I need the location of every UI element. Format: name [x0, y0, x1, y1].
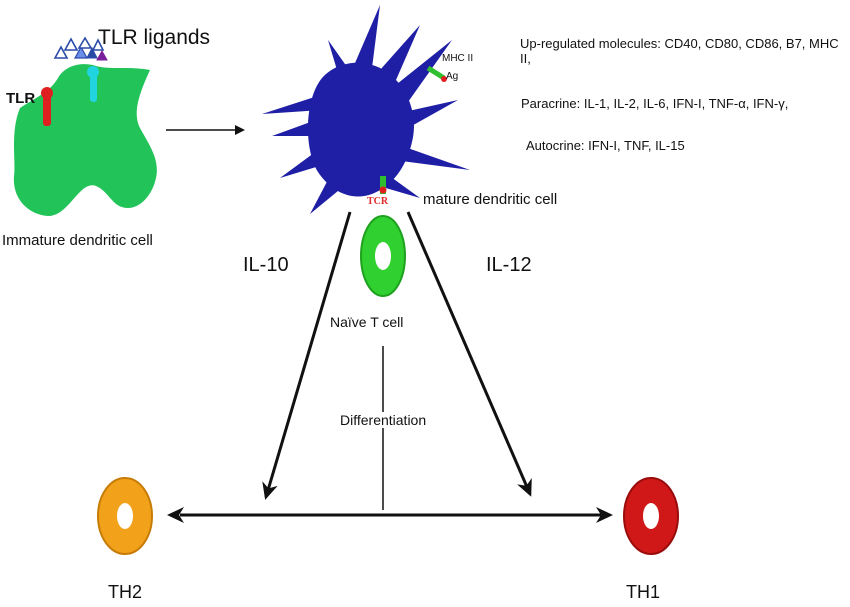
tlr-receptor-icon — [41, 87, 53, 126]
antigen-icon — [441, 76, 447, 82]
il12-label: IL-12 — [486, 254, 532, 276]
upregulated-molecules-text: Up-regulated molecules: CD40, CD80, CD86… — [520, 36, 839, 66]
mhc-ii-icon — [426, 65, 446, 81]
ligand-receptor-icon — [87, 66, 99, 102]
naive-t-cell-shape — [360, 215, 406, 297]
il10-arrow — [262, 211, 352, 500]
ag-label: Ag — [446, 71, 459, 82]
triangle-cluster-icon — [53, 36, 108, 61]
naive-t-cell-label: Naïve T cell — [330, 314, 404, 330]
il10-label: IL-10 — [243, 254, 289, 276]
mature-cell-label: mature dendritic cell — [423, 191, 558, 208]
tcr-receptor-icon — [380, 176, 386, 194]
il12-arrow — [406, 211, 532, 497]
differentiation-label: Differentiation — [338, 412, 429, 429]
th2-label: TH2 — [108, 582, 143, 602]
mhc-ii-label: MHC II — [442, 53, 474, 64]
immature-dendritic-cell-shape — [13, 64, 157, 216]
autocrine-text: Autocrine: IFN-I, TNF, IL-15 — [526, 138, 685, 153]
paracrine-text: Paracrine: IL-1, IL-2, IL-6, IFN-I, TNF-… — [521, 96, 789, 111]
immature-cell-label: Immature dendritic cell — [2, 232, 153, 249]
th1-label: TH1 — [626, 582, 661, 602]
th2-cell-shape — [97, 477, 153, 555]
mature-dendritic-cell-shape — [262, 5, 470, 214]
th1-cell-shape — [623, 477, 679, 555]
tlr-ligands-label: TLR ligands — [98, 26, 211, 49]
tlr-label: TLR — [6, 90, 36, 107]
tcr-label: TCR — [367, 196, 389, 207]
